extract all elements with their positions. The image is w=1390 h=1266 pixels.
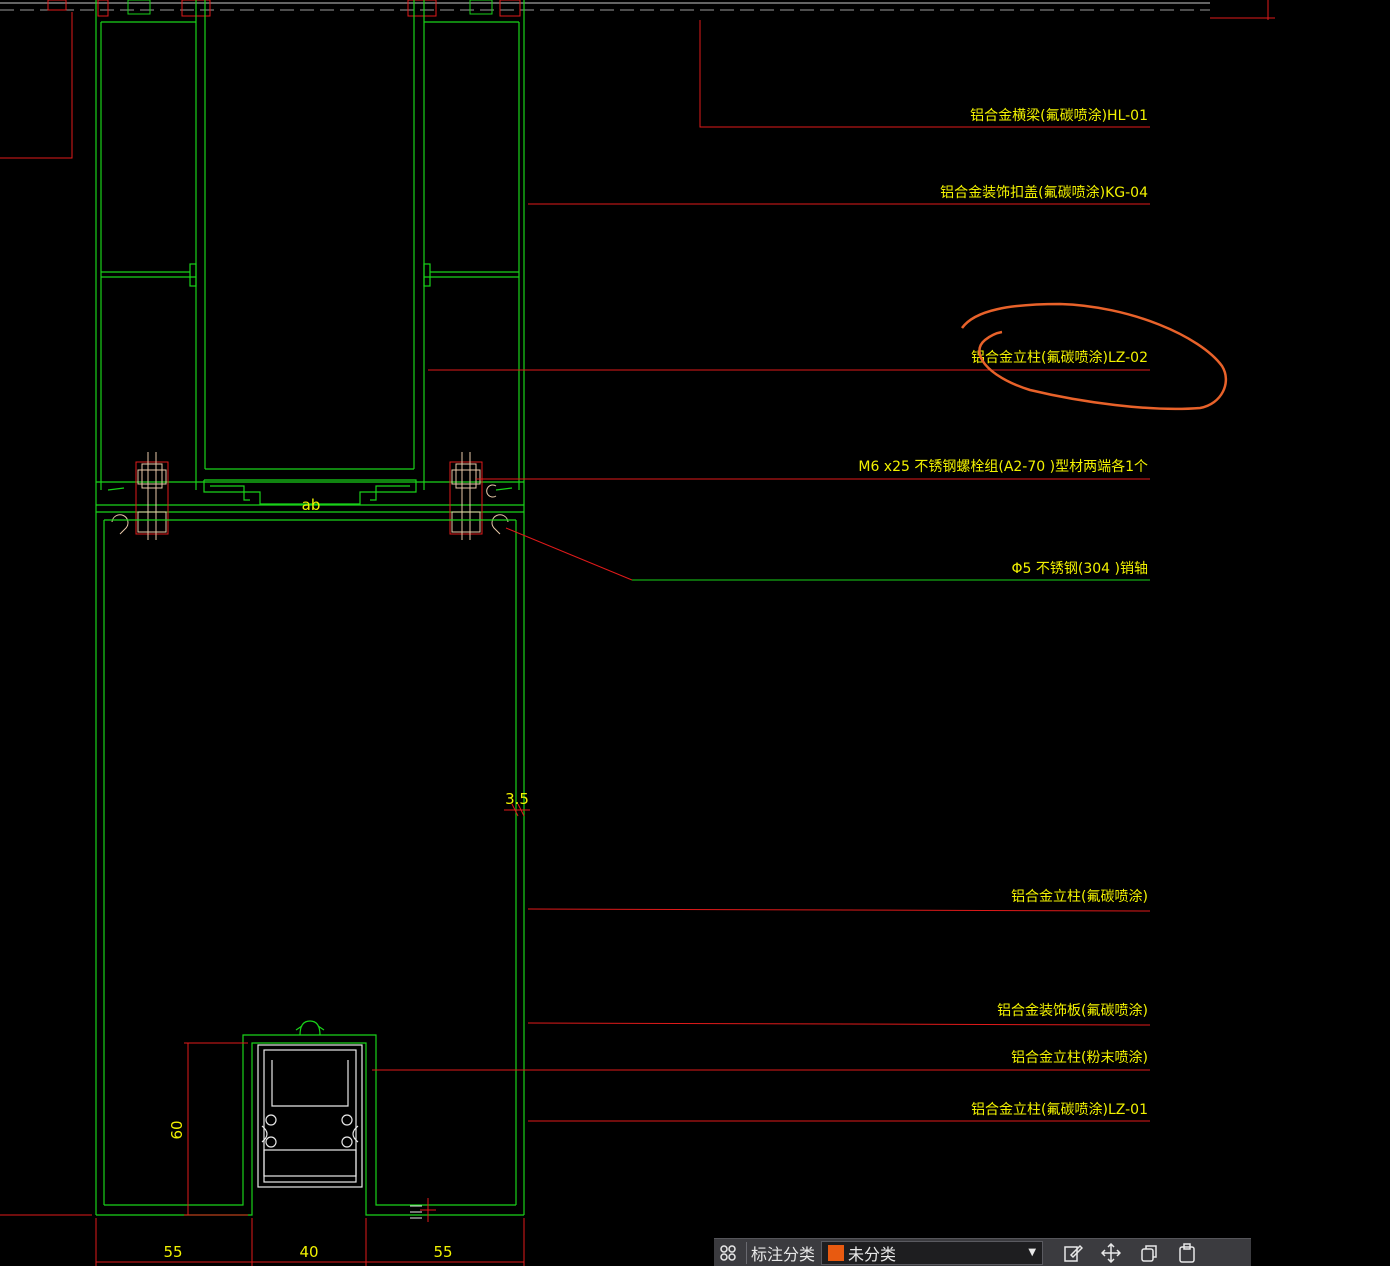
toolbar-separator [746,1241,747,1264]
label-mullion: 铝合金立柱(氟碳喷涂) [1011,889,1148,905]
dimension-right: 55 [433,1243,452,1261]
dimension-mid: 40 [299,1243,318,1261]
label-decor-panel: 铝合金装饰板(氟碳喷涂) [997,1003,1148,1019]
copy-icon[interactable] [1135,1241,1163,1265]
category-dropdown[interactable]: 未分类 ▼ [821,1240,1044,1265]
label-mullion-lz02: 铝合金立柱(氟碳喷涂)LZ-02 [971,350,1148,366]
pin-details [111,484,509,535]
wall-thickness-dimension: 3.5 [505,790,529,808]
height-dimension: 60 [168,1120,186,1139]
leader-lines [372,20,1151,1122]
grid-icon[interactable] [714,1241,742,1265]
category-value: 未分类 [848,1244,897,1264]
category-label: 标注分类 [751,1244,816,1264]
paste-icon[interactable] [1173,1241,1201,1265]
label-mullion-powder: 铝合金立柱(粉末喷涂) [1011,1050,1148,1066]
edit-icon[interactable] [1059,1241,1087,1265]
dimension-left: 55 [163,1243,182,1261]
highlight-circle [960,302,1228,411]
label-pin: Φ5 不锈钢(304 )销轴 [1012,561,1148,577]
annotation-toolbar: 标注分类 未分类 ▼ [714,1238,1251,1266]
category-color-swatch [828,1244,845,1261]
svg-text:ab: ab [302,496,321,514]
bolt-right [449,452,483,540]
label-transom-hl01: 铝合金横梁(氟碳喷涂)HL-01 [970,108,1148,124]
lower-mullion-profile [95,505,525,1216]
bolt-left [135,452,169,540]
move-icon[interactable] [1097,1241,1125,1265]
inner-insert [257,1044,363,1188]
chevron-down-icon: ▼ [1028,1247,1037,1258]
left-leader [0,12,73,159]
top-slot-details [47,0,521,17]
label-bolt-set: M6 x25 不锈钢螺栓组(A2-70 )型材两端各1个 [858,459,1148,475]
upper-mullion-profile [95,0,525,513]
label-cover-kg04: 铝合金装饰扣盖(氟碳喷涂)KG-04 [940,185,1148,201]
label-mullion-lz01: 铝合金立柱(氟碳喷涂)LZ-01 [971,1102,1148,1118]
